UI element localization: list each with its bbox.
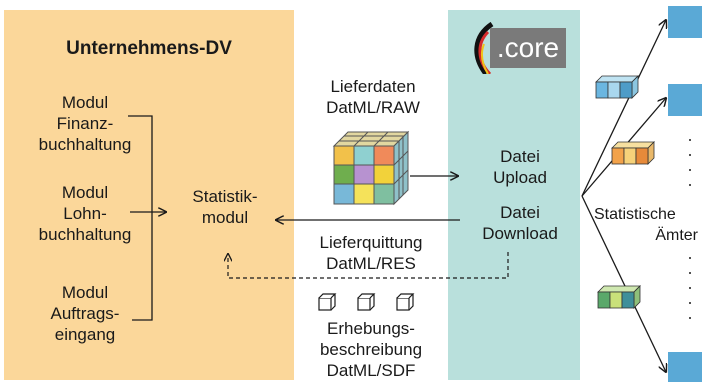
statistische-aemter-label: Statistische Ämter: [594, 204, 702, 246]
lieferdaten-line: Lieferdaten: [330, 77, 416, 96]
erhebung-dashed-arrow: [228, 252, 509, 279]
schema-cube-icon: [396, 293, 415, 311]
erhebungs-line: DatML/SDF: [326, 361, 416, 380]
lieferquittung-line: DatML/RES: [326, 254, 416, 273]
upload-line: Upload: [493, 168, 547, 187]
lieferdaten-line: DatML/RAW: [326, 98, 420, 117]
lieferquittung-line: Lieferquittung: [319, 233, 423, 252]
core-panel: [448, 10, 580, 380]
schema-cube-icon: [318, 293, 337, 311]
aemter-line: Ämter: [655, 227, 698, 244]
ellipsis-dots: [689, 139, 691, 319]
module-label-line: Modul: [61, 93, 109, 112]
lieferdaten-label: Lieferdaten DatML/RAW: [298, 76, 448, 118]
amt-box: [668, 352, 702, 382]
lieferquittung-label: Lieferquittung DatML/RES: [296, 232, 446, 274]
upload-line: Datei: [500, 147, 540, 166]
module-label-line: buchhaltung: [38, 135, 132, 154]
module-auftragseingang: Modul Auftrags- eingang: [20, 282, 150, 345]
module-label-line: buchhaltung: [38, 225, 132, 244]
erhebungsbeschreibung-label: Erhebungs- beschreibung DatML/SDF: [296, 318, 446, 381]
statistische-aemter-panel: [582, 0, 702, 382]
core-logo-text: .core: [490, 28, 566, 68]
module-label-line: Finanz-: [56, 114, 114, 133]
statistik-modul-line: Statistik-: [192, 187, 258, 206]
core-logo: .core: [466, 22, 566, 74]
schema-cube-icon: [357, 293, 376, 311]
download-line: Download: [482, 224, 558, 243]
schema-cube-icons: [318, 293, 415, 311]
aemter-fanout-lines: [581, 20, 666, 372]
unternehmens-dv-panel: [4, 10, 294, 380]
erhebungs-line: beschreibung: [319, 340, 423, 359]
module-finanzbuchhaltung: Modul Finanz- buchhaltung: [20, 92, 150, 155]
module-label-line: Modul: [61, 183, 109, 202]
module-label-line: Auftrags-: [50, 304, 120, 323]
module-label-line: eingang: [54, 325, 116, 344]
erhebungs-line: Erhebungs-: [327, 319, 415, 338]
module-lohnbuchhaltung: Modul Lohn- buchhaltung: [20, 182, 150, 245]
module-label-line: Modul: [61, 283, 109, 302]
datei-upload-label: Datei Upload: [460, 146, 580, 188]
core-swoosh-icon: [474, 22, 494, 74]
data-cube-blue-icon: [595, 75, 639, 99]
data-cube-orange-icon: [611, 141, 655, 165]
amt-box: [668, 84, 702, 116]
module-label-line: Lohn-: [63, 204, 107, 223]
modules-bracket: [128, 115, 166, 321]
data-cube-green-icon: [597, 285, 641, 309]
aemter-line: Statistische: [594, 206, 676, 223]
statistik-modul: Statistik- modul: [170, 186, 280, 228]
amt-box: [668, 6, 702, 38]
download-line: Datei: [500, 203, 540, 222]
lieferdaten-cube-icon: [332, 130, 410, 206]
datei-download-label: Datei Download: [456, 202, 584, 244]
statistik-modul-line: modul: [201, 208, 249, 227]
panel-title: Unternehmens-DV: [66, 38, 232, 59]
